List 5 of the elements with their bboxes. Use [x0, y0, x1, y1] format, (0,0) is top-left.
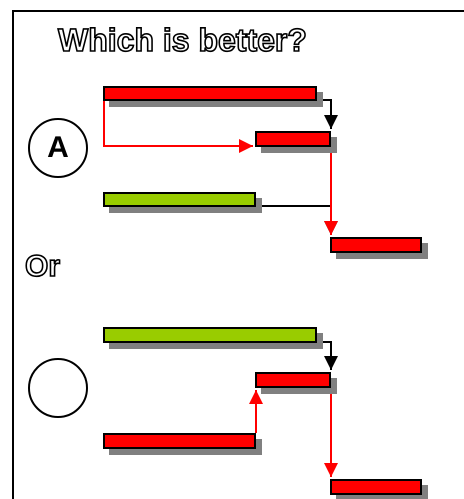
title: Which is better?: [58, 22, 307, 59]
arrow: [103, 101, 253, 153]
arrow: [249, 390, 263, 433]
node-label: A: [47, 131, 69, 165]
label: Or: [25, 250, 60, 284]
